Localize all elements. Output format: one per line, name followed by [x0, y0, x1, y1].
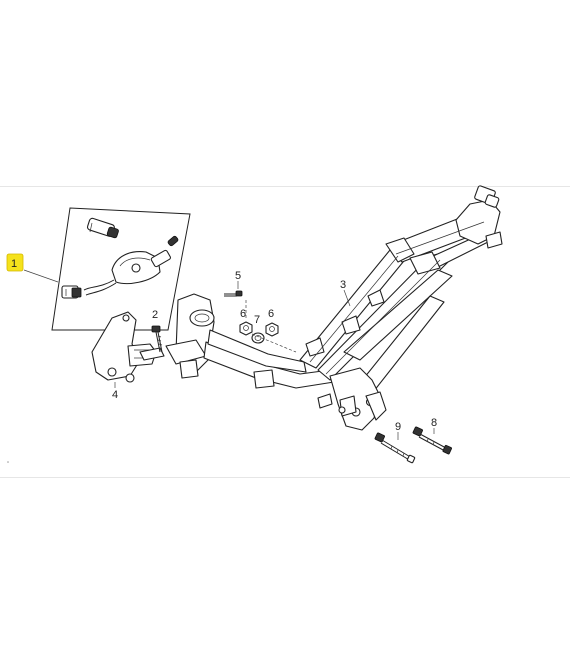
lock-set-inset [23, 207, 191, 331]
bolt-8-part [412, 426, 452, 455]
bolt-5-part [224, 290, 243, 297]
switch-wiring-part [61, 279, 117, 299]
callout-6a-label[interactable]: 6 [240, 308, 246, 320]
callout-7-label[interactable]: 7 [254, 314, 260, 326]
stray-mark [7, 461, 9, 463]
bolt-2-part [151, 325, 163, 353]
callout-5-label[interactable]: 5 [235, 270, 241, 282]
callout-1-highlight [6, 253, 24, 272]
ignition-switch-part [111, 235, 179, 285]
callout-2-label[interactable]: 2 [152, 309, 158, 321]
callout-4-label[interactable]: 4 [112, 389, 118, 401]
nut-6b-part [265, 322, 279, 337]
callout-1-label[interactable]: 1 [11, 258, 17, 270]
callout-9-label[interactable]: 9 [395, 421, 401, 433]
bolt-9-part [374, 432, 416, 464]
nut-6a-part [239, 321, 253, 336]
callout-8-label[interactable]: 8 [431, 417, 437, 429]
callout-6b-label[interactable]: 6 [268, 308, 274, 320]
engine-hanger-bracket-part [91, 311, 165, 383]
main-frame-part [165, 185, 503, 431]
key-cylinder-part [86, 217, 119, 239]
collar-7-part [251, 332, 265, 344]
callout-3-label[interactable]: 3 [340, 279, 346, 291]
